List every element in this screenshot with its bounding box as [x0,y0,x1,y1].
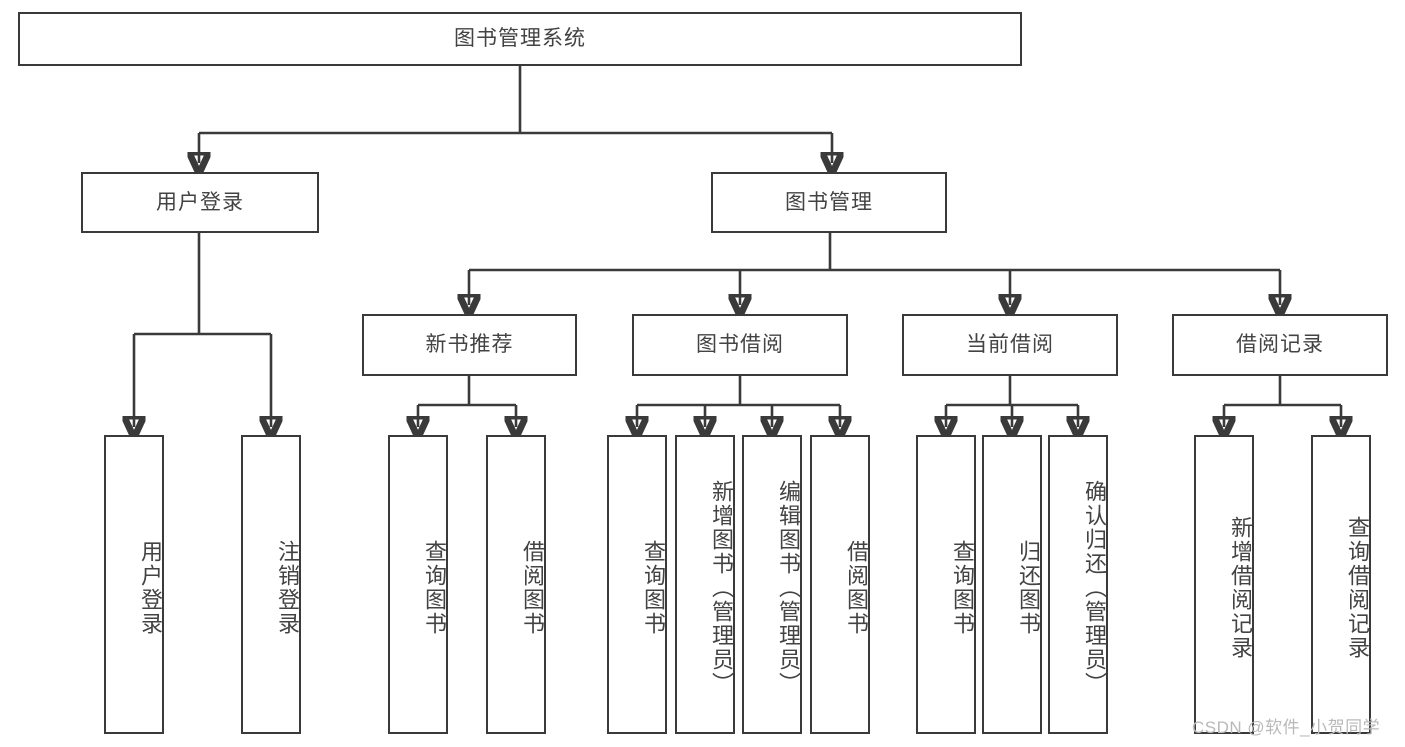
node-leaf-query-borrow-record[interactable]: 查询借阅记录 [1311,435,1371,734]
node-root[interactable]: 图书管理系统 [18,12,1022,66]
node-leaf-borrow-query-book[interactable]: 查询图书 [607,435,667,734]
node-book-borrow-label: 图书借阅 [696,333,784,357]
node-leaf-query-borrow-record-label: 查询借阅记录 [1345,515,1370,660]
node-leaf-confirm-return-admin[interactable]: 确认归还（管理员） [1048,435,1108,734]
node-borrow-record[interactable]: 借阅记录 [1172,314,1388,376]
node-leaf-current-query-book-label: 查询图书 [950,539,975,636]
node-leaf-newbook-query-book-label: 查询图书 [422,539,447,636]
node-leaf-add-borrow-record-label: 新增借阅记录 [1228,515,1253,660]
node-leaf-newbook-borrow-book[interactable]: 借阅图书 [486,435,546,734]
node-leaf-logout-label: 注销登录 [275,539,300,636]
node-leaf-return-book-label: 归还图书 [1016,539,1041,636]
node-leaf-newbook-borrow-book-label: 借阅图书 [520,539,545,636]
node-leaf-user-login[interactable]: 用户登录 [104,435,164,734]
node-leaf-current-query-book[interactable]: 查询图书 [916,435,976,734]
node-book-management[interactable]: 图书管理 [711,172,947,233]
node-leaf-newbook-query-book[interactable]: 查询图书 [388,435,448,734]
node-borrow-record-label: 借阅记录 [1236,333,1324,357]
node-current-borrow-label: 当前借阅 [966,333,1054,357]
node-leaf-logout[interactable]: 注销登录 [241,435,301,734]
node-root-label: 图书管理系统 [454,27,586,51]
node-leaf-borrow-query-book-label: 查询图书 [641,539,666,636]
node-user-login-label: 用户登录 [156,190,244,214]
node-leaf-edit-book-admin[interactable]: 编辑图书（管理员） [742,435,802,734]
node-leaf-user-login-label: 用户登录 [138,539,163,636]
node-book-management-label: 图书管理 [785,190,873,214]
node-leaf-confirm-return-admin-label: 确认归还（管理员） [1082,479,1107,696]
node-book-borrow[interactable]: 图书借阅 [632,314,848,376]
node-leaf-borrow-borrow-book[interactable]: 借阅图书 [810,435,870,734]
node-leaf-borrow-borrow-book-label: 借阅图书 [844,539,869,636]
node-new-book-recommend-label: 新书推荐 [425,333,514,357]
node-leaf-edit-book-admin-label: 编辑图书（管理员） [776,479,801,696]
node-leaf-add-book-admin[interactable]: 新增图书（管理员） [675,435,735,734]
node-leaf-return-book[interactable]: 归还图书 [982,435,1042,734]
node-new-book-recommend[interactable]: 新书推荐 [362,314,577,376]
node-leaf-add-borrow-record[interactable]: 新增借阅记录 [1194,435,1254,734]
node-leaf-add-book-admin-label: 新增图书（管理员） [709,479,734,696]
node-current-borrow[interactable]: 当前借阅 [902,314,1118,376]
node-user-login[interactable]: 用户登录 [81,172,319,233]
